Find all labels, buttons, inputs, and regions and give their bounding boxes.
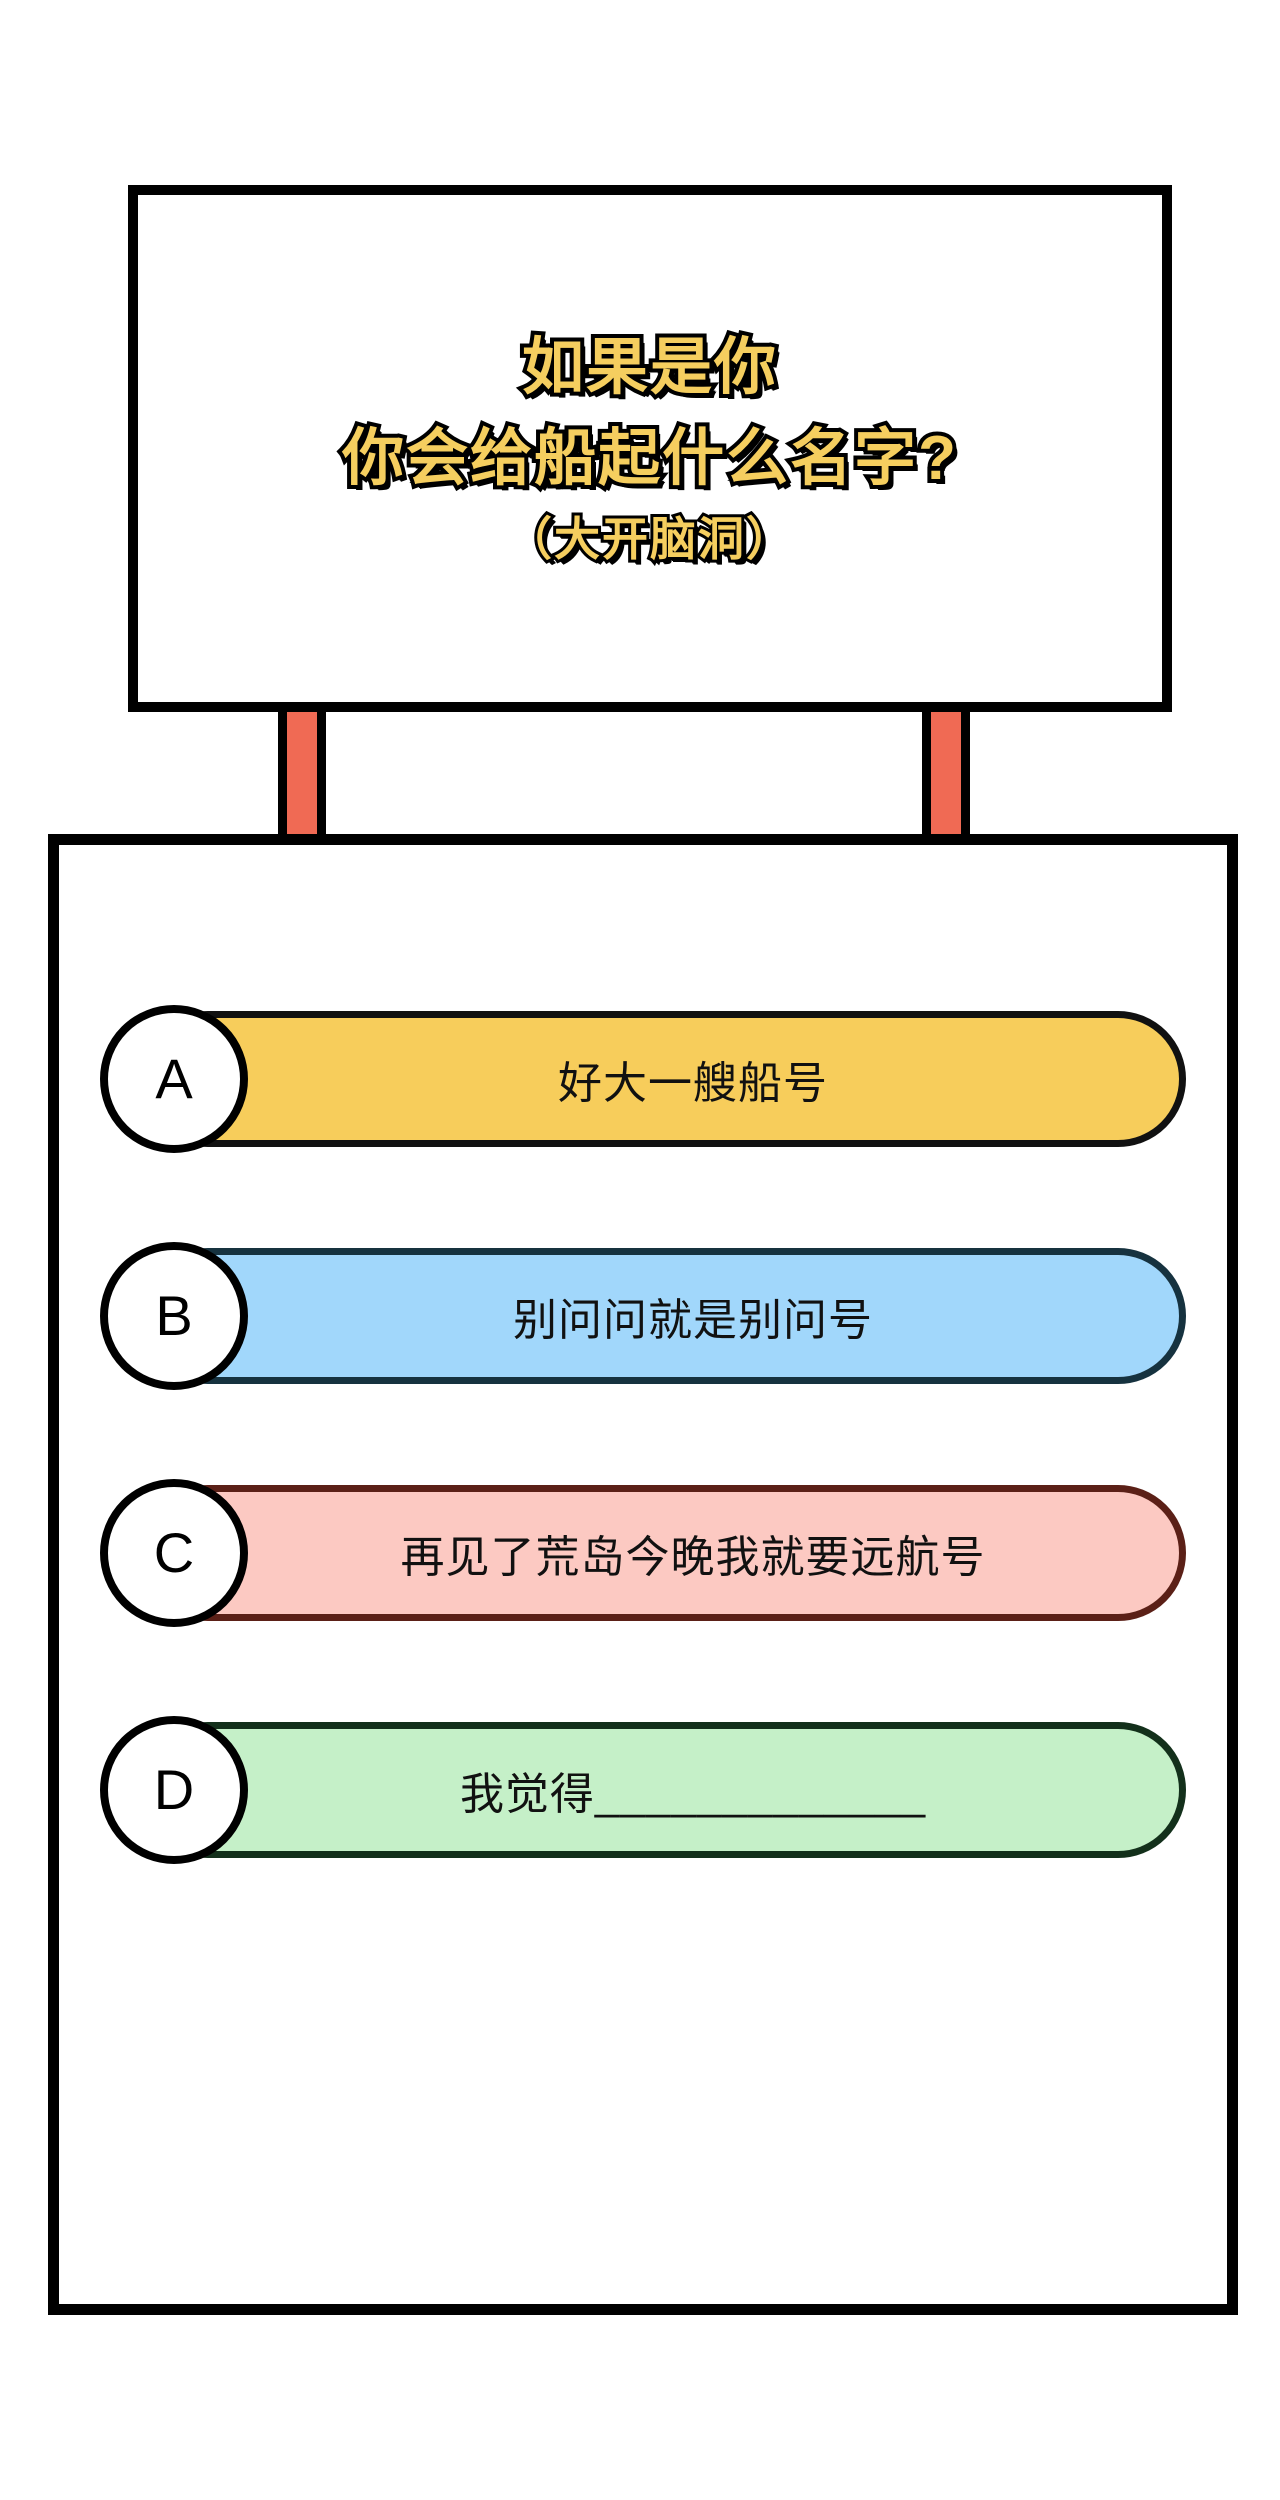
answer-options-panel: 好大一艘船号 A 别问问就是别问号 B 再见了荒岛今晚我就要远航号 C [48, 834, 1238, 2315]
option-label-c: 再见了荒岛今晚我就要远航号 [400, 1533, 986, 1582]
option-label-a: 好大一艘船号 [558, 1059, 828, 1108]
option-pill-a[interactable]: 好大一艘船号 [140, 1011, 1186, 1147]
option-pill-c[interactable]: 再见了荒岛今晚我就要远航号 [140, 1485, 1186, 1621]
option-label-d: 我觉得_____________ [459, 1770, 927, 1819]
option-row-b[interactable]: 别问问就是别问号 B [100, 1242, 1186, 1390]
title-signboard: 如果是你 你会给船起什么名字? （大开脑洞） [128, 185, 1172, 712]
option-badge-a[interactable]: A [100, 1005, 248, 1153]
option-badge-label-b: B [155, 1284, 193, 1347]
title-line-1: 如果是你 [518, 329, 780, 406]
option-row-c[interactable]: 再见了荒岛今晚我就要远航号 C [100, 1479, 1186, 1627]
title-line-2: 你会给船起什么名字? [338, 420, 960, 497]
option-row-a[interactable]: 好大一艘船号 A [100, 1005, 1186, 1153]
option-pill-b[interactable]: 别问问就是别问号 [140, 1248, 1186, 1384]
option-badge-b[interactable]: B [100, 1242, 248, 1390]
option-label-b: 别问问就是别问号 [513, 1296, 873, 1345]
option-badge-label-a: A [155, 1047, 193, 1110]
signboard-post-left [278, 712, 326, 836]
options-list: 好大一艘船号 A 别问问就是别问号 B 再见了荒岛今晚我就要远航号 C [59, 1005, 1227, 1864]
option-badge-label-d: D [153, 1758, 195, 1821]
option-badge-label-c: C [153, 1521, 195, 1584]
option-row-d[interactable]: 我觉得_____________ D [100, 1716, 1186, 1864]
title-subtitle: （大开脑洞） [503, 510, 795, 568]
signboard-post-right [922, 712, 970, 836]
option-badge-c[interactable]: C [100, 1479, 248, 1627]
option-pill-d[interactable]: 我觉得_____________ [140, 1722, 1186, 1858]
option-badge-d[interactable]: D [100, 1716, 248, 1864]
